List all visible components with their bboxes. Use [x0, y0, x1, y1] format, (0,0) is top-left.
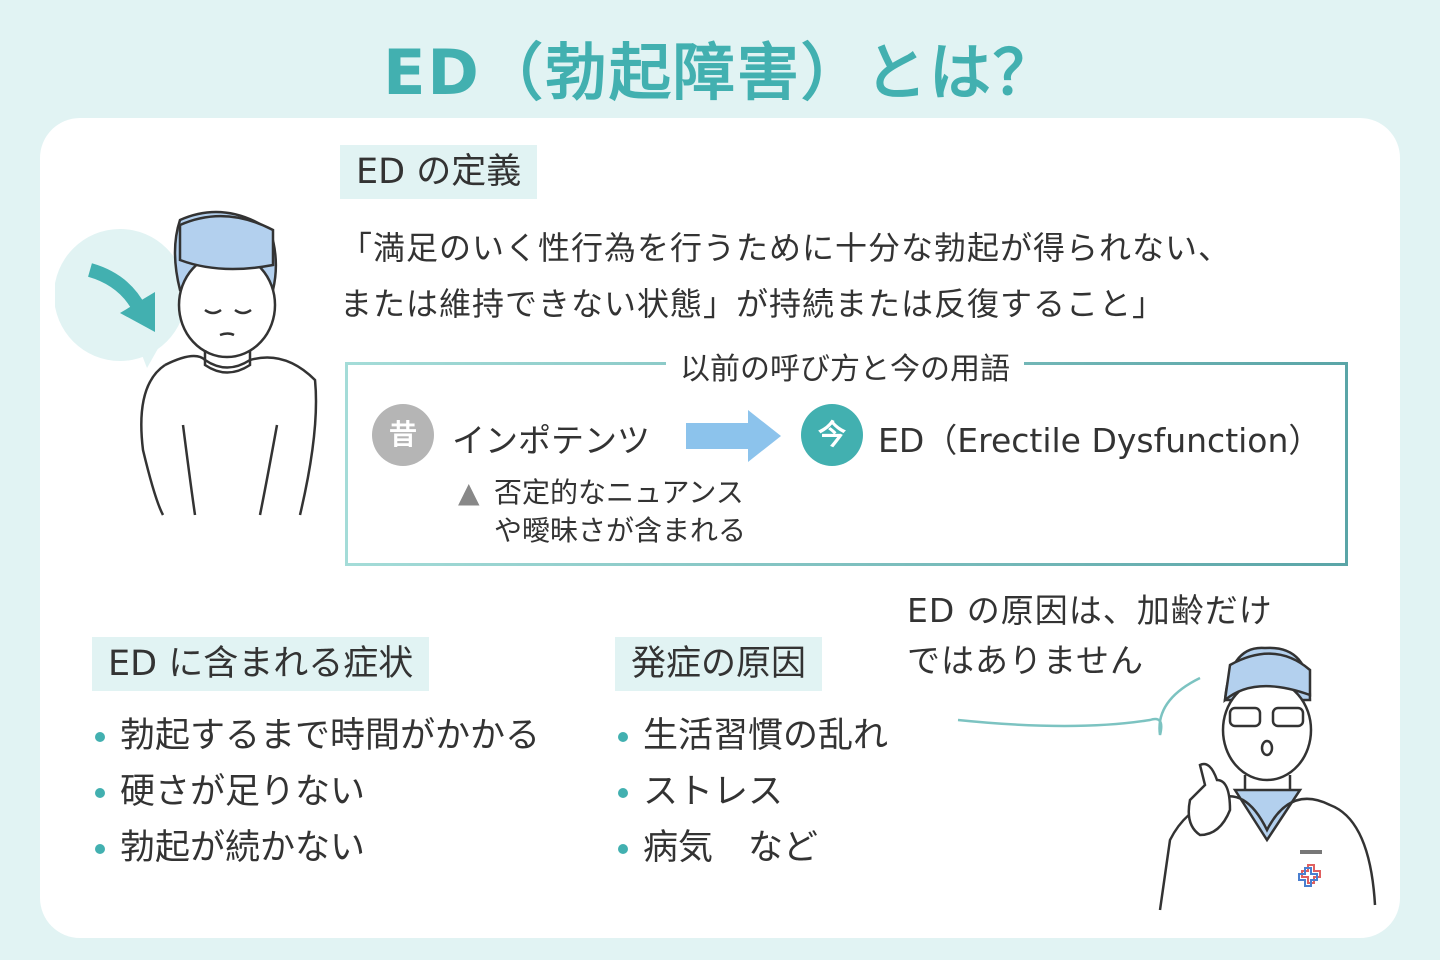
list-item: 勃起するまで時間がかかる [95, 708, 540, 764]
bullet-icon [95, 844, 105, 854]
definition-line-1: 「満足のいく性行為を行うために十分な勃起が得られない、 [340, 229, 1232, 267]
symptoms-label: ED に含まれる症状 [92, 637, 430, 691]
page-title: ED（勃起障害）とは？ [383, 36, 1057, 109]
bullet-icon [618, 732, 628, 742]
old-term: インポテンツ [452, 421, 650, 460]
list-item: ストレス [618, 764, 888, 820]
definition-label: ED の定義 [340, 145, 538, 199]
old-badge: 昔 [372, 404, 434, 466]
bullet-icon [95, 732, 105, 742]
note-line-2: や曖昧さが含まれる [494, 514, 747, 547]
terminology-box [345, 362, 1348, 566]
bullet-icon [618, 788, 628, 798]
note-line-1: 否定的なニュアンス [494, 476, 744, 509]
causes-list: 生活習慣の乱れ ストレス 病気 など [618, 708, 888, 876]
list-item: 硬さが足りない [95, 764, 540, 820]
speech-line-2: ではありません [907, 641, 1145, 680]
doctor-illustration [957, 646, 1377, 911]
speech-tail-icon [957, 676, 1201, 736]
terminology-legend: 以前の呼び方と今の用語 [666, 344, 1024, 388]
list-item: 勃起が続かない [95, 820, 540, 876]
list-item: 生活習慣の乱れ [618, 708, 888, 764]
medical-cross-icon [1298, 850, 1322, 887]
warning-triangle-icon: ▲ [458, 476, 480, 509]
list-item: 病気 など [618, 820, 888, 876]
new-term: ED（Erectile Dysfunction） [878, 421, 1322, 460]
bullet-icon [618, 844, 628, 854]
definition-line-2: または維持できない状態」が持続または反復すること」 [340, 285, 1166, 323]
new-badge: 今 [801, 404, 863, 466]
bullet-icon [95, 788, 105, 798]
right-arrow-icon [686, 410, 781, 462]
worried-man-illustration [55, 210, 318, 516]
speech-line-1: ED の原因は、加齢だけ [907, 591, 1273, 630]
causes-label: 発症の原因 [615, 637, 823, 691]
symptoms-list: 勃起するまで時間がかかる 硬さが足りない 勃起が続かない [95, 708, 540, 876]
